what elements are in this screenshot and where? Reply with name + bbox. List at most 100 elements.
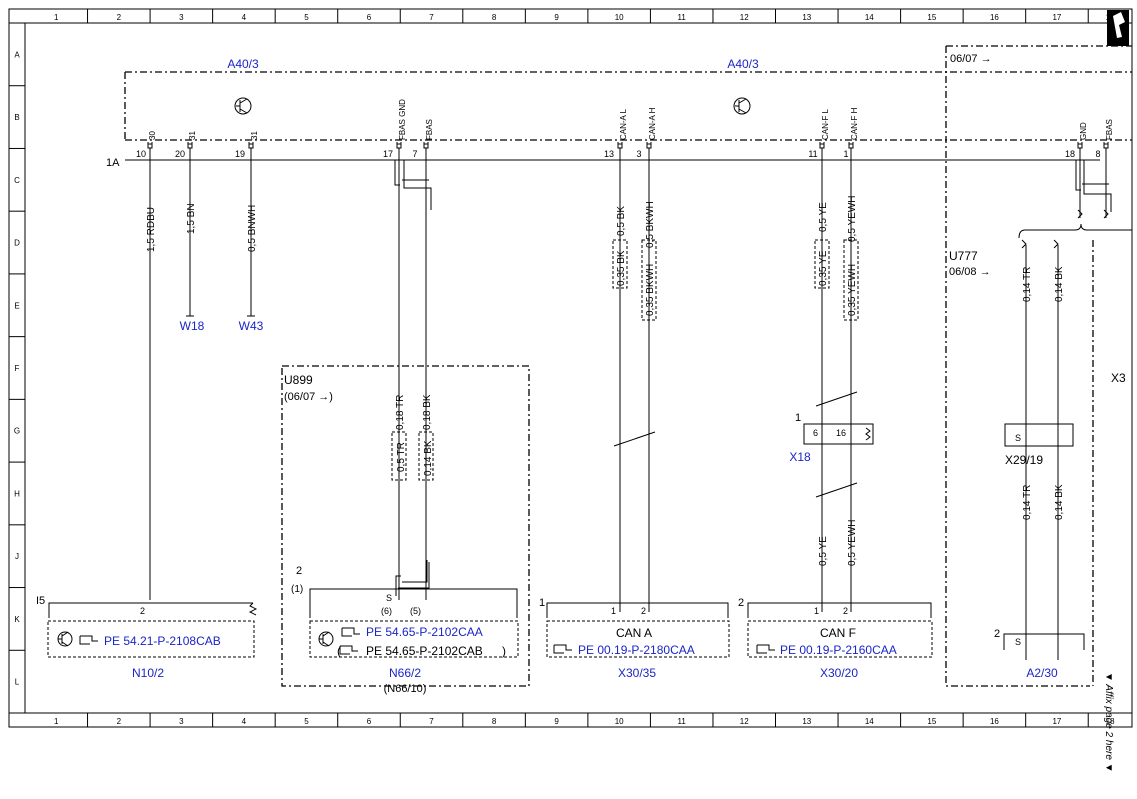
x29-label: X29/19	[1005, 453, 1043, 467]
n66-ref2[interactable]: PE 54.65-P-2102CAB	[366, 644, 483, 658]
svg-text:GND: GND	[1079, 122, 1088, 140]
column-label: 14	[865, 717, 874, 726]
column-label: 9	[554, 13, 559, 22]
svg-text:FBAS GND: FBAS GND	[398, 99, 407, 140]
svg-text:11: 11	[808, 149, 817, 159]
column-label: 6	[367, 717, 372, 726]
column-label: 2	[117, 13, 122, 22]
svg-text:CAN-F L: CAN-F L	[821, 108, 830, 140]
a40-pin: FBAS 8	[1095, 119, 1114, 159]
svg-text:30: 30	[148, 131, 157, 140]
n66-s: S	[386, 593, 392, 603]
transistor-icon	[318, 631, 334, 647]
transistor-icon	[733, 97, 751, 115]
n10-name: N10/2	[132, 666, 164, 680]
x30-35-pin-1: 1	[611, 606, 616, 616]
ground-w43-label: W43	[239, 319, 264, 333]
column-label: 7	[429, 717, 434, 726]
column-label: 15	[927, 717, 936, 726]
n10-index: I5	[36, 595, 45, 607]
a40-pin: GND 18	[1065, 122, 1088, 159]
row-label: G	[14, 427, 20, 436]
svg-text:7: 7	[412, 149, 417, 159]
pin-stubs	[147, 142, 1109, 149]
x30-35-num: 1	[539, 597, 545, 609]
a40-pin: CAN-A H 3	[636, 107, 657, 159]
a2-30-num: 2	[994, 628, 1000, 640]
wire-label: 0,5 YE	[818, 202, 829, 232]
u777-version: 06/08 →	[949, 266, 991, 278]
a40-pin: FBAS 7	[412, 119, 434, 159]
column-label: 1	[54, 717, 59, 726]
column-label: 18	[1106, 717, 1115, 726]
x30-35-box	[546, 620, 730, 658]
x30-20-connector	[747, 602, 932, 618]
column-label: 9	[554, 717, 559, 726]
fbas-wires	[394, 148, 432, 600]
pointing-hand-icon	[553, 644, 572, 654]
x30-20-pin-2: 2	[843, 606, 848, 616]
n10-box	[47, 620, 255, 658]
n66-ref[interactable]: PE 54.65-P-2102CAA	[366, 625, 483, 639]
x30-35-ref[interactable]: PE 00.19-P-2180CAA	[578, 643, 695, 657]
x18-pin-6: 6	[813, 428, 818, 438]
n10-ref[interactable]: PE 54.21-P-2108CAB	[104, 634, 221, 648]
x18-label: X18	[789, 450, 811, 464]
svg-text:10: 10	[136, 149, 146, 159]
svg-text:31: 31	[250, 131, 259, 140]
a40-pin: CAN-F H 1	[843, 107, 859, 159]
n66-num: 2	[296, 565, 302, 577]
svg-text:31: 31	[188, 131, 197, 140]
column-label: 4	[242, 717, 247, 726]
n66-ref2-close: )	[502, 644, 506, 658]
n66-connector	[309, 588, 518, 618]
column-label: 10	[615, 717, 624, 726]
a40-pin: CAN-A L 13	[604, 108, 628, 159]
row-label: J	[15, 552, 19, 561]
wire-label: 0,14 TR	[1022, 267, 1033, 302]
column-label: 4	[242, 13, 247, 22]
n66-pin-5: (5)	[410, 606, 421, 616]
affix-note: ▼ Affix page 2 here ▼	[1103, 672, 1114, 773]
x30-20-num: 2	[738, 597, 744, 609]
ground-w18-label: W18	[180, 319, 205, 333]
column-label: 13	[802, 13, 811, 22]
u899-box	[281, 365, 530, 687]
row-label: K	[14, 615, 20, 624]
x30-20-ref[interactable]: PE 00.19-P-2160CAA	[780, 643, 897, 657]
wire-label: 0,14 BK	[1054, 484, 1065, 520]
a40-pins: 30 10 31 20 31 19 FBAS GND 17 FBAS 7 CAN…	[136, 99, 1114, 159]
wire-label: 0,14 BK	[1054, 266, 1065, 302]
column-label: 12	[740, 717, 749, 726]
pointing-hand-icon	[756, 644, 775, 654]
n66-ref2-open: (	[337, 644, 341, 658]
pointing-hand-icon	[339, 627, 360, 655]
svg-text:8: 8	[1095, 149, 1100, 159]
wire-label: 0,5 TR	[396, 442, 407, 472]
svg-text:18: 18	[1065, 149, 1075, 159]
svg-text:17: 17	[383, 149, 393, 159]
column-label: 13	[802, 717, 811, 726]
svg-text:19: 19	[235, 149, 245, 159]
x30-35-bus: CAN A	[616, 626, 652, 640]
column-label: 16	[990, 13, 999, 22]
svg-text:CAN-F H: CAN-F H	[850, 107, 859, 140]
column-label: 5	[304, 717, 309, 726]
a40-pin: 30 10	[136, 131, 157, 159]
a40-pin: 31 20	[175, 131, 197, 159]
wire-label: 0,5 YEWH	[847, 520, 858, 567]
wire-label: 0,5 YE	[818, 536, 829, 566]
n66-num-paren: (1)	[291, 584, 303, 595]
wire-label: 1,5 RDBU	[146, 207, 157, 252]
a2-30-connector	[1003, 633, 1085, 650]
x18-num: 1	[795, 412, 801, 424]
x18-pin-16: 16	[836, 428, 846, 438]
wire-label: 1,5 BN	[186, 203, 197, 234]
wire-label: 0,18 BK	[422, 394, 433, 430]
u777-region-box	[945, 46, 1090, 687]
row-label: F	[15, 364, 20, 373]
a40-pin: 31 19	[235, 131, 259, 159]
column-label: 15	[927, 13, 936, 22]
wire-label: 0,35 BK	[616, 250, 627, 286]
